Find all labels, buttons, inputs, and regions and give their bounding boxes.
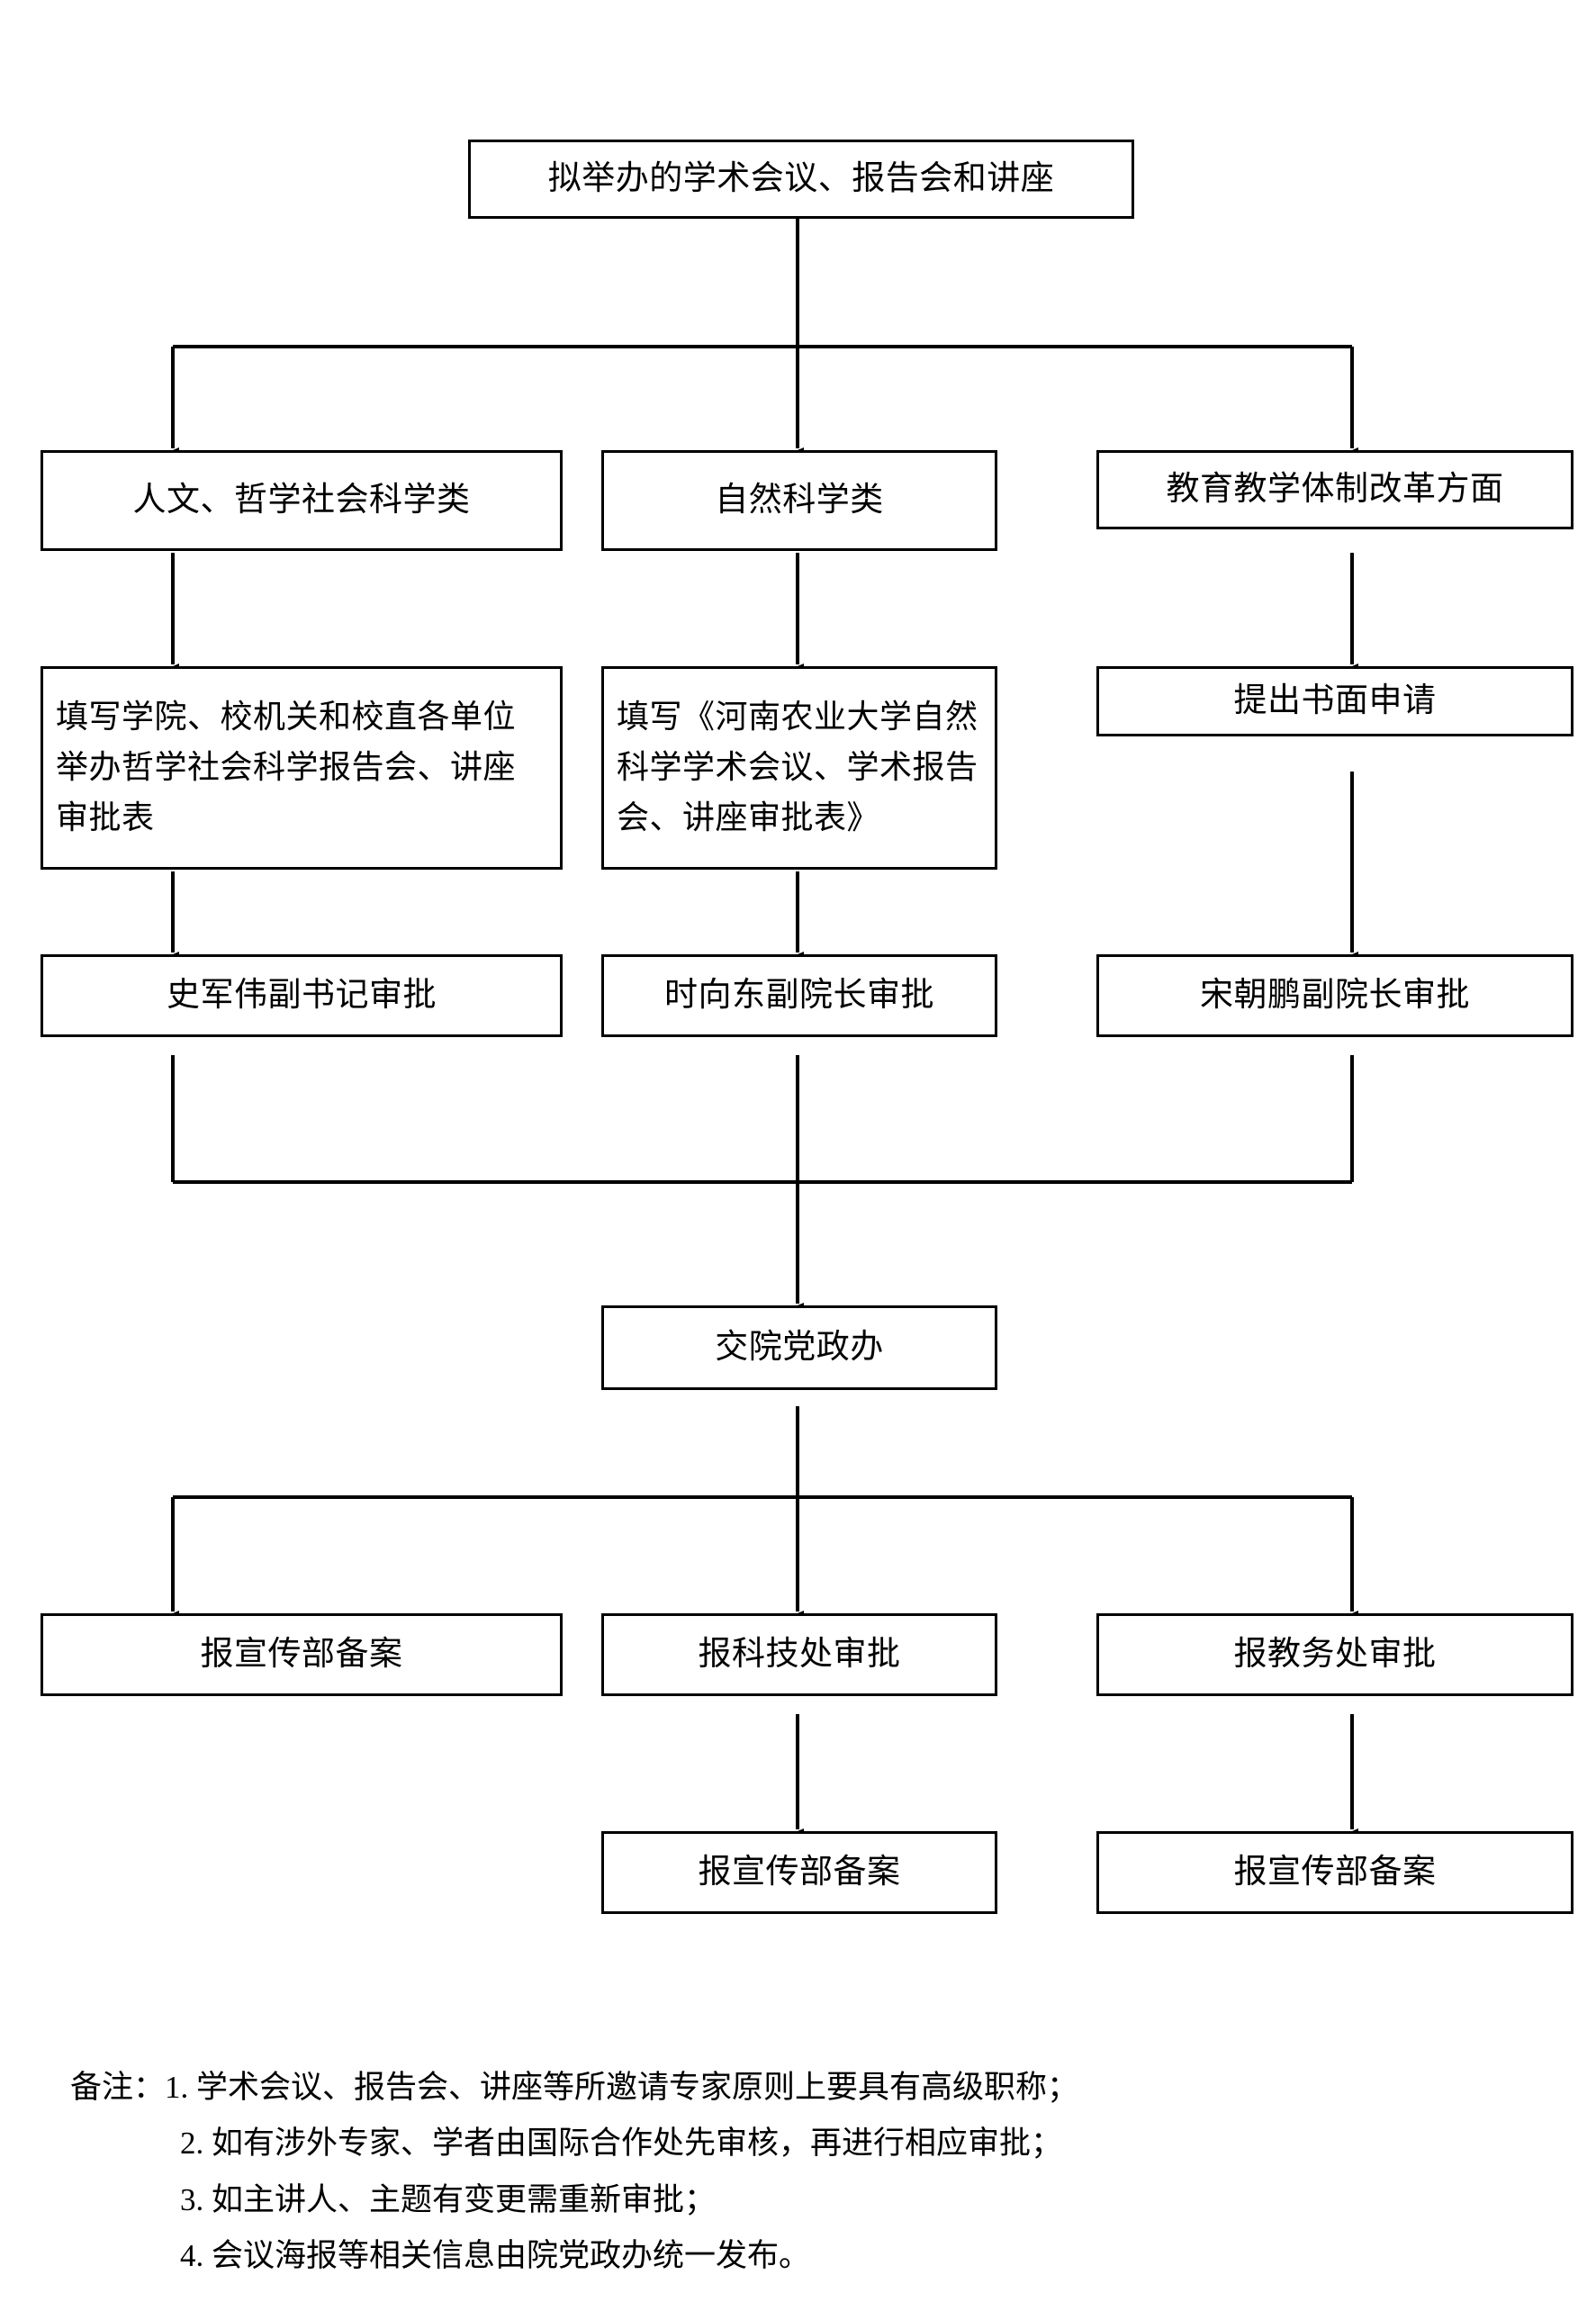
node-file-propaganda-2[interactable]: 报宣传部备案 [601, 1831, 997, 1914]
node-file-propaganda-2-label: 报宣传部备案 [698, 1853, 901, 1891]
node-form-natural-label: 填写《河南农业大学自然科学学术会议、学术报告会、讲座审批表》 [617, 699, 978, 835]
node-branch-education-label: 教育教学体制改革方面 [1166, 470, 1504, 508]
note-line-3: 3. 如主讲人、主题有变更需重新审批； [180, 2181, 717, 2217]
node-approve-natural[interactable]: 时向东副院长审批 [601, 954, 997, 1037]
node-approve-humanities-label: 史军伟副书记审批 [167, 976, 437, 1014]
note-line-1: 备注：1. 学术会议、报告会、讲座等所邀请专家原则上要具有高级职称； [70, 2070, 1079, 2105]
node-branch-humanities[interactable]: 人文、哲学社会科学类 [41, 450, 563, 551]
node-file-academic-label: 报教务处审批 [1233, 1635, 1437, 1673]
notes-block: 备注：1. 学术会议、报告会、讲座等所邀请专家原则上要具有高级职称； 2. 如有… [70, 2060, 1528, 2284]
node-form-humanities-label: 填写学院、校机关和校直各单位举办哲学社会科学报告会、讲座审批表 [56, 699, 517, 835]
node-form-natural[interactable]: 填写《河南农业大学自然科学学术会议、学术报告会、讲座审批表》 [601, 666, 997, 870]
node-branch-humanities-label: 人文、哲学社会科学类 [132, 481, 471, 519]
node-office-label: 交院党政办 [715, 1328, 884, 1366]
node-approve-education-label: 宋朝鹏副院长审批 [1200, 976, 1470, 1014]
node-file-propaganda[interactable]: 报宣传部备案 [41, 1613, 563, 1696]
node-branch-natural[interactable]: 自然科学类 [601, 450, 997, 551]
node-form-education[interactable]: 提出书面申请 [1096, 666, 1573, 736]
node-form-humanities[interactable]: 填写学院、校机关和校直各单位举办哲学社会科学报告会、讲座审批表 [41, 666, 563, 870]
node-approve-education[interactable]: 宋朝鹏副院长审批 [1096, 954, 1573, 1037]
node-start[interactable]: 拟举办的学术会议、报告会和讲座 [468, 140, 1134, 219]
node-form-education-label: 提出书面申请 [1233, 682, 1437, 719]
node-start-label: 拟举办的学术会议、报告会和讲座 [547, 159, 1055, 197]
node-branch-education[interactable]: 教育教学体制改革方面 [1096, 450, 1573, 529]
node-approve-natural-label: 时向东副院长审批 [664, 976, 934, 1014]
node-office[interactable]: 交院党政办 [601, 1305, 997, 1390]
note-line-4: 4. 会议海报等相关信息由院党政办统一发布。 [180, 2237, 811, 2273]
note-line-2: 2. 如有涉外专家、学者由国际合作处先审核，再进行相应审批； [180, 2126, 1063, 2162]
node-branch-natural-label: 自然科学类 [715, 481, 884, 519]
node-file-science-label: 报科技处审批 [698, 1635, 901, 1673]
node-file-propaganda-3-label: 报宣传部备案 [1233, 1853, 1437, 1891]
node-file-academic[interactable]: 报教务处审批 [1096, 1613, 1573, 1696]
node-file-science[interactable]: 报科技处审批 [601, 1613, 997, 1696]
node-file-propaganda-label: 报宣传部备案 [200, 1635, 403, 1673]
node-approve-humanities[interactable]: 史军伟副书记审批 [41, 954, 563, 1037]
node-file-propaganda-3[interactable]: 报宣传部备案 [1096, 1831, 1573, 1914]
